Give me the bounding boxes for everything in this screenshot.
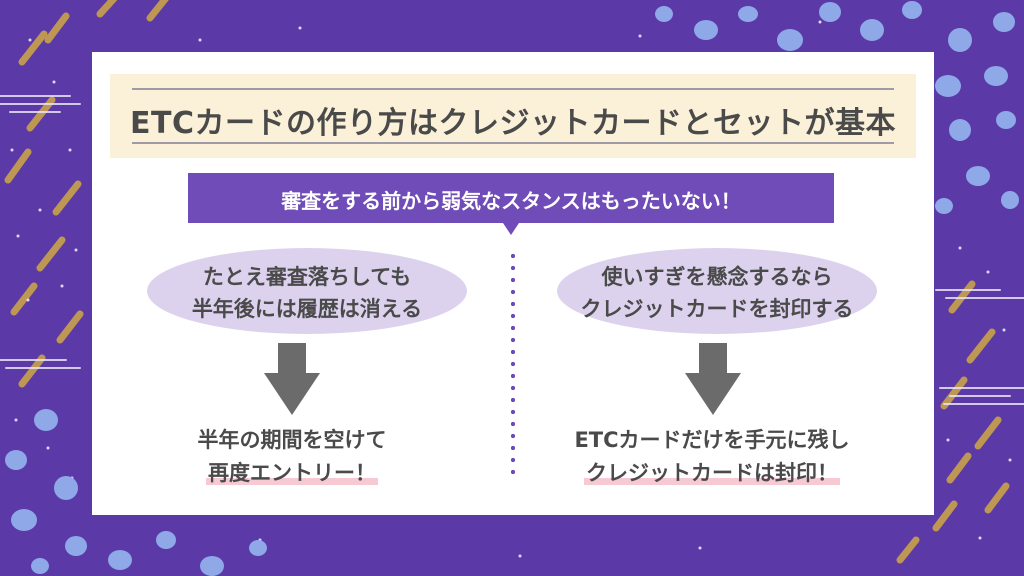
- right-down-arrow-icon: [685, 343, 741, 415]
- white-dash-pattern: [0, 95, 1024, 405]
- right-condition-line-1: 使いすぎを懸念するなら: [601, 265, 833, 289]
- title-rule-top: [132, 88, 894, 90]
- page-title: ETCカードの作り方はクレジットカードとセットが基本: [130, 106, 896, 141]
- dotted-divider: [511, 250, 515, 482]
- right-result-highlight: クレジットカードは封印！: [584, 461, 840, 485]
- left-condition-oval: たとえ審査落ちしても 半年後には履歴は消える: [147, 248, 467, 334]
- right-result: ETCカードだけを手元に残し クレジットカードは封印！: [532, 424, 892, 490]
- left-condition-line-1: たとえ審査落ちしても: [202, 265, 412, 289]
- left-result: 半年の期間を空けて 再度エントリー！: [112, 424, 472, 490]
- title-band: ETCカードの作り方はクレジットカードとセットが基本: [110, 74, 916, 158]
- subtitle-banner: 審査をする前から弱気なスタンスはもったいない！: [188, 173, 834, 223]
- right-condition-line-2: クレジットカードを封印する: [580, 297, 854, 321]
- content-card: ETCカードの作り方はクレジットカードとセットが基本 審査をする前から弱気なスタ…: [92, 52, 934, 515]
- banner-pointer: [503, 223, 519, 235]
- left-down-arrow-icon: [264, 343, 320, 415]
- right-condition-oval: 使いすぎを懸念するなら クレジットカードを封印する: [557, 248, 877, 334]
- subtitle-banner-text: 審査をする前から弱気なスタンスはもったいない！: [281, 189, 741, 213]
- left-result-highlight: 再度エントリー！: [206, 461, 378, 485]
- title-rule-bottom: [132, 142, 894, 144]
- left-result-line-1: 半年の期間を空けて: [197, 428, 387, 452]
- right-result-line-1: ETCカードだけを手元に残し: [574, 428, 850, 452]
- gold-brush-strokes: [4, 0, 169, 388]
- left-condition-line-2: 半年後には履歴は消える: [191, 297, 423, 321]
- blue-blob-cluster: [655, 1, 1019, 214]
